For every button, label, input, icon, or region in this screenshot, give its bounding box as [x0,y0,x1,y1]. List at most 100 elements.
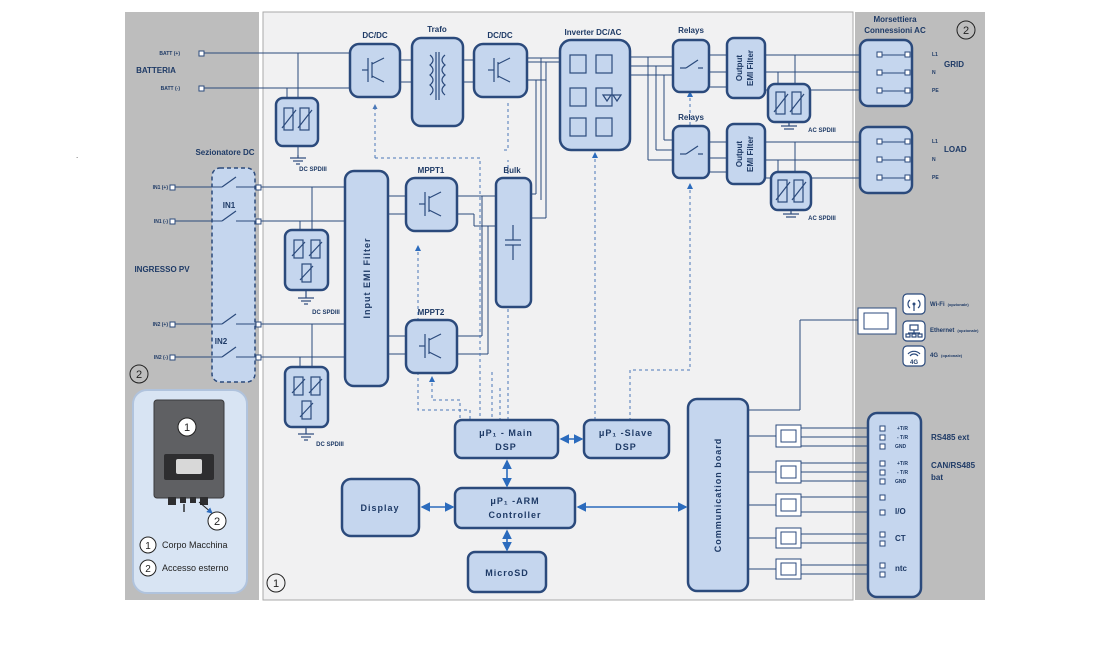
inverter-device-icon: 1 2 [153,399,227,531]
batt-minus-label: BATT (-) [161,86,181,92]
can-rs485-label: CAN/RS485 [931,461,976,470]
rs485-gnd: GND [895,444,907,450]
batt-plus-label: BATT (+) [159,51,180,57]
power-wiring [204,52,860,411]
svg-text:Trafo: Trafo [427,25,447,34]
bulk-capacitor: Bulk [494,166,533,309]
communication-board: Communication board [686,397,750,593]
svg-text:MPPT1: MPPT1 [418,166,445,175]
4g-icon: 4G [902,345,926,367]
control-signals [372,91,693,420]
rs485-tr-plus: +T/R [897,426,908,432]
svg-text:MPPT2: MPPT2 [418,308,445,317]
slave-dsp: μP₁ -Slave DSP [582,418,671,460]
dcdc-converter-2: DC/DC [472,31,529,99]
pv-input-title: INGRESSO PV [134,265,190,274]
svg-text:Relays: Relays [678,113,704,122]
relays-load: Relays [671,113,711,180]
terminal-block-title-2: Connessioni AC [864,26,926,35]
legend-item-corpo: 1 Corpo Macchina [139,536,228,554]
load-l1-label: L1 [932,139,938,145]
ac-spd-load: AC SPDIII [769,170,836,222]
dcdc-converter-1: DC/DC [348,31,402,99]
left-terminals [169,50,262,361]
in1-minus-label: IN1 (-) [154,219,169,225]
svg-text:Corpo Macchina: Corpo Macchina [162,540,228,550]
center-badge: 1 [266,573,286,593]
svg-text:DC SPDIII: DC SPDIII [312,310,340,316]
rs485-ext-label: RS485 ext [931,433,970,442]
ct-label: CT [895,534,906,543]
inverter-dcac: Inverter DC/AC [558,28,632,152]
grid-n-label: N [932,70,936,76]
svg-text:μP₁ -ARM: μP₁ -ARM [490,496,539,506]
svg-text:2: 2 [214,516,220,528]
comm-terminal-block [866,411,923,599]
svg-text:Output: Output [735,55,744,82]
svg-text:Output: Output [735,141,744,168]
svg-text:Bulk: Bulk [503,166,521,175]
svg-text:EMI Filter: EMI Filter [746,50,755,86]
svg-text:Display: Display [360,503,399,513]
load-terminal-block [858,125,914,195]
in1-plus-label: IN1 (+) [153,185,169,191]
wifi-label: Wi-Fi(opzionale) [930,302,969,308]
can-tr-plus: +T/R [897,461,908,467]
svg-text:AC SPDIII: AC SPDIII [808,128,836,134]
svg-text:DSP: DSP [495,442,517,452]
in1-label: IN1 [223,201,236,210]
svg-text:4G: 4G [910,360,918,366]
display-module: Display [340,477,421,538]
svg-text:DC/DC: DC/DC [487,31,513,40]
svg-text:DC SPDIII: DC SPDIII [316,442,344,448]
svg-text:.: . [76,151,78,160]
io-label: I/O [895,507,906,516]
data-bus-arrows [420,434,688,552]
grid-label: GRID [944,60,964,69]
terminal-block-title-1: Morsettiera [873,15,917,24]
svg-text:Relays: Relays [678,26,704,35]
load-n-label: N [932,157,936,163]
grid-terminal-block [858,38,914,108]
dc-spd-in1: DC SPDIII [283,228,340,316]
relays-grid: Relays [671,26,711,94]
svg-text:EMI Filter: EMI Filter [746,136,755,172]
svg-text:Accesso esterno: Accesso esterno [162,563,229,573]
dc-switch-title: Sezionatore DC [195,148,254,157]
svg-text:1: 1 [184,422,190,434]
ntc-label: ntc [895,564,908,573]
load-pe-label: PE [932,175,939,181]
svg-text:μP₁ - Main: μP₁ - Main [479,428,533,438]
svg-text:Controller: Controller [488,510,541,520]
output-emi-filter-2: Output EMI Filter [725,122,767,186]
main-dsp: μP₁ - Main DSP [453,418,560,460]
grid-pe-label: PE [932,88,939,94]
ac-spd-grid: AC SPDIII [766,82,836,134]
output-emi-filter-1: Output EMI Filter [725,36,767,100]
in2-label: IN2 [215,337,228,346]
transformer: Trafo [410,25,465,128]
svg-text:DC/DC: DC/DC [362,31,388,40]
load-label: LOAD [944,145,967,154]
can-bat-label: bat [931,473,943,482]
dc-switch-contacts [175,176,256,358]
4g-label: 4G(opzionale) [930,353,963,359]
legend-item-accesso: 2 Accesso esterno [139,559,229,577]
can-gnd: GND [895,479,907,485]
ethernet-icon [902,320,926,342]
microsd-module: MicroSD [466,550,548,594]
mppt2: MPPT2 [404,308,459,375]
svg-text:Input EMI Filter: Input EMI Filter [362,238,372,319]
rs485-tr-minus: - T/R [897,435,908,441]
wifi-icon [902,293,926,315]
mppt1: MPPT1 [404,166,459,233]
ethernet-label: Ethernet(opzionale) [930,328,979,334]
svg-text:1: 1 [145,541,151,552]
svg-text:2: 2 [963,25,969,37]
input-emi-filter: Input EMI Filter [343,169,390,388]
dc-spd-in2: DC SPDIII [283,365,344,448]
arm-controller: μP₁ -ARM Controller [453,486,577,530]
svg-text:2: 2 [145,564,151,575]
svg-text:DSP: DSP [615,442,637,452]
